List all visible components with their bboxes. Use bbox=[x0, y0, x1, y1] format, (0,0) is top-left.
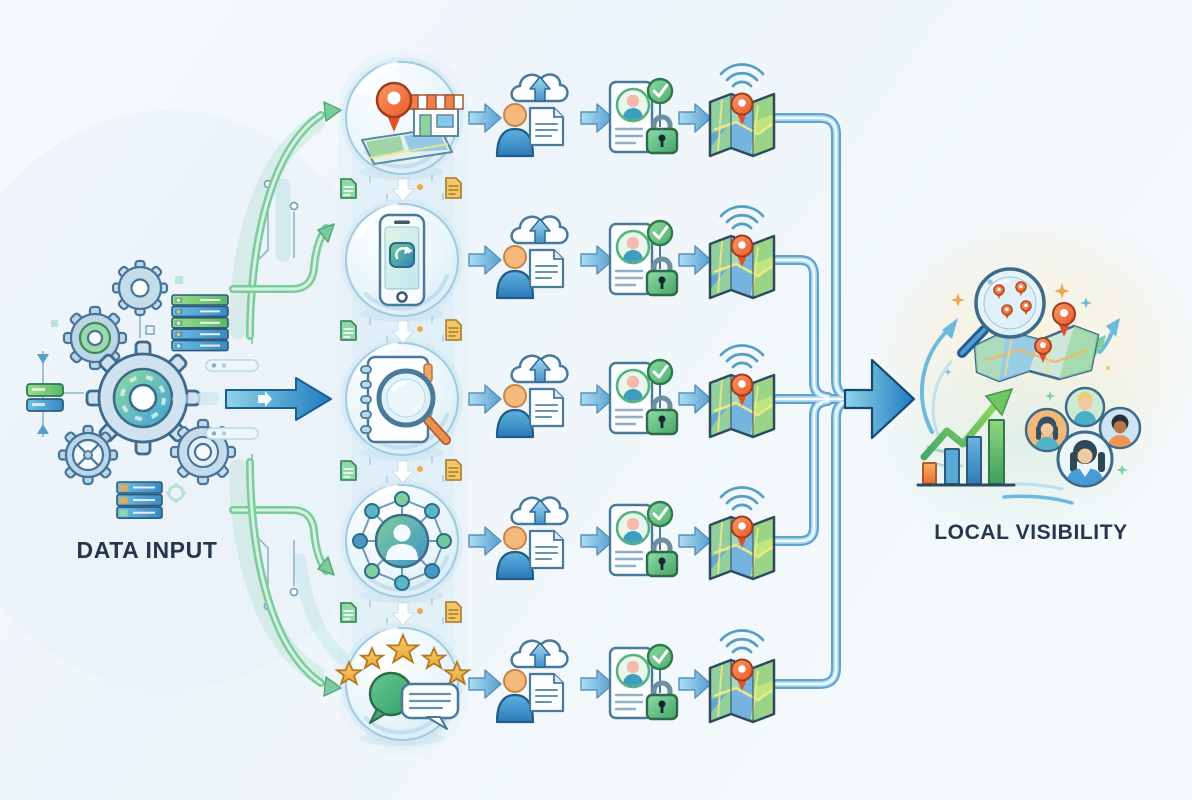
center-feed-arrow bbox=[172, 377, 332, 421]
database-bars-icon bbox=[26, 383, 64, 412]
arrow-right-icon bbox=[678, 245, 712, 275]
verified-profile-lock-icon bbox=[610, 221, 677, 295]
verified-profile-lock-icon bbox=[610, 645, 677, 719]
reviews-stars-chat-icon bbox=[336, 634, 470, 730]
data-input-label: DATA INPUT bbox=[76, 537, 218, 563]
arrow-right-icon bbox=[678, 384, 712, 414]
gear-icon bbox=[111, 259, 169, 317]
main-gear-icon bbox=[85, 340, 201, 456]
arrow-right-icon bbox=[580, 526, 614, 556]
arrow-right-icon bbox=[468, 245, 502, 275]
storefront-map-pin-icon bbox=[361, 81, 464, 165]
gear-icon bbox=[57, 424, 119, 486]
notebook-magnifier-icon bbox=[360, 355, 451, 445]
person-cloud-upload-document-icon bbox=[495, 354, 569, 439]
local-visibility-label: LOCAL VISIBILITY bbox=[934, 521, 1128, 544]
gear-icon bbox=[62, 305, 128, 371]
map-pin-broadcast-icon bbox=[708, 344, 776, 439]
smartphone-app-icon bbox=[378, 213, 426, 307]
channel-icons bbox=[336, 81, 470, 730]
local-visibility-illustration bbox=[916, 267, 1142, 505]
arrow-right-icon bbox=[468, 669, 502, 699]
verified-profile-lock-icon bbox=[610, 502, 677, 576]
arrow-right-icon bbox=[580, 245, 614, 275]
mini-gear-icon bbox=[166, 483, 186, 503]
server-stack-icon bbox=[116, 481, 163, 520]
sparkles bbox=[944, 279, 1128, 476]
data-input-cluster bbox=[26, 101, 349, 697]
server-stack-icon bbox=[171, 294, 229, 352]
arrow-right-icon bbox=[468, 103, 502, 133]
converging-pipes bbox=[772, 118, 852, 684]
person-cloud-upload-document-icon bbox=[495, 639, 569, 724]
map-pin-broadcast-icon bbox=[708, 205, 776, 300]
person-cloud-upload-document-icon bbox=[495, 496, 569, 581]
arrow-right-icon bbox=[678, 669, 712, 699]
arrow-right-icon bbox=[468, 384, 502, 414]
capsule-connectors bbox=[205, 359, 259, 440]
branch-arrows bbox=[233, 101, 342, 697]
arrow-right-icon bbox=[678, 526, 712, 556]
big-arrow-icon bbox=[843, 358, 916, 440]
map-pin-broadcast-icon bbox=[708, 63, 776, 158]
map-pin-broadcast-icon bbox=[708, 486, 776, 581]
arrow-right-icon bbox=[580, 669, 614, 699]
map-with-pins-icon bbox=[973, 302, 1100, 383]
gear-cluster-icon bbox=[57, 259, 237, 486]
mini-pins bbox=[993, 281, 1032, 319]
flow-row-1 bbox=[341, 57, 776, 180]
gear-icon bbox=[169, 418, 237, 486]
verified-profile-lock-icon bbox=[610, 79, 677, 153]
map-pin-broadcast-icon bbox=[708, 629, 776, 724]
growth-bar-chart-icon bbox=[916, 387, 1016, 487]
verified-profile-lock-icon bbox=[610, 360, 677, 434]
profile-network-icon bbox=[352, 491, 452, 591]
audience-avatars-icon bbox=[1024, 386, 1142, 488]
magnifier-map-pins-icon bbox=[957, 267, 1046, 358]
arrow-right-icon bbox=[468, 526, 502, 556]
arrow-right-icon bbox=[580, 384, 614, 414]
arrow-right-icon bbox=[580, 103, 614, 133]
arrow-right-icon bbox=[678, 103, 712, 133]
person-cloud-upload-document-icon bbox=[495, 215, 569, 300]
person-cloud-upload-document-icon bbox=[495, 73, 569, 158]
